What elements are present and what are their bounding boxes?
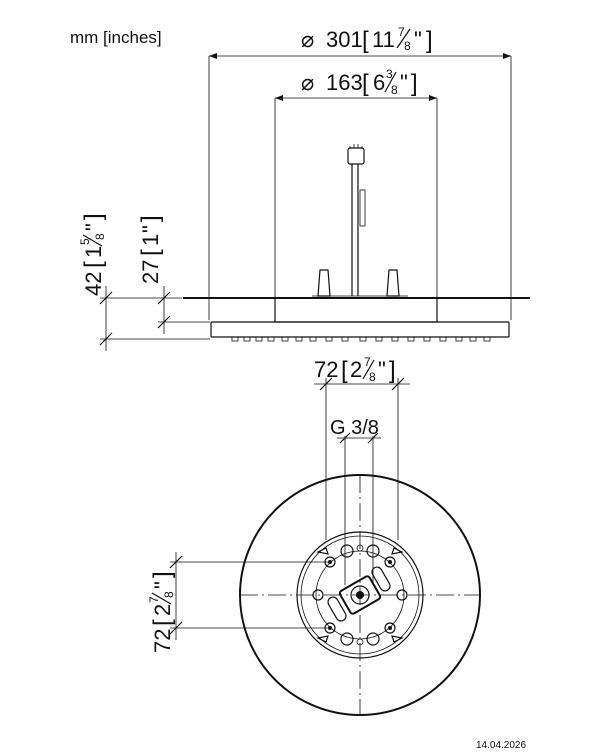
svg-text:]: ] xyxy=(411,70,418,97)
svg-text:]: ] xyxy=(137,215,164,222)
svg-text:⌀ 301: ⌀ 301 xyxy=(301,27,363,52)
svg-text:8: 8 xyxy=(369,370,376,384)
svg-text:": " xyxy=(400,70,408,95)
svg-text:⌀ 163: ⌀ 163 xyxy=(301,70,363,95)
svg-text:": " xyxy=(378,357,386,382)
svg-text:[: [ xyxy=(80,261,107,268)
svg-text:7: 7 xyxy=(147,596,161,603)
svg-text:": " xyxy=(138,225,163,233)
svg-text:]: ] xyxy=(80,213,107,220)
ceiling-height-dimension: 27 [ 1 " ] xyxy=(137,215,210,334)
svg-text:7: 7 xyxy=(364,355,371,369)
svg-text:72: 72 xyxy=(150,629,175,653)
center-spacing-dimension: 72 [ 2 7 8 " ] xyxy=(314,355,410,540)
svg-text:[: [ xyxy=(362,70,369,97)
mounting-post-right xyxy=(386,269,400,297)
svg-text:": " xyxy=(414,27,422,52)
svg-text:8: 8 xyxy=(93,233,107,240)
svg-text:[: [ xyxy=(341,357,348,384)
svg-text:": " xyxy=(150,581,175,589)
svg-text:2: 2 xyxy=(150,604,175,616)
svg-text:72: 72 xyxy=(314,357,338,382)
svg-text:42: 42 xyxy=(81,272,106,296)
date-label: 14.04.2026 xyxy=(476,740,526,751)
mounting-post-left xyxy=(317,269,331,297)
svg-text:]: ] xyxy=(389,357,396,384)
svg-text:[: [ xyxy=(149,619,176,626)
svg-text:5: 5 xyxy=(78,238,92,245)
svg-text:6: 6 xyxy=(373,70,385,95)
outer-diameter-dimension: ⌀ 301 [ 11 7 8 " ] xyxy=(208,25,512,320)
svg-text:G 3/8: G 3/8 xyxy=(330,417,379,439)
svg-text:1: 1 xyxy=(81,246,106,258)
thread-dimension: G 3/8 xyxy=(330,417,381,585)
units-label: mm [inches] xyxy=(70,28,162,47)
vertical-spacing-dimension: 72 [ 2 7 8 " ] xyxy=(147,552,330,653)
cable-connector xyxy=(347,144,366,296)
mounting-plate xyxy=(296,531,424,659)
svg-text:7: 7 xyxy=(398,25,405,39)
svg-text:2: 2 xyxy=(350,357,362,382)
svg-text:": " xyxy=(81,223,106,231)
shower-head-body xyxy=(210,297,510,342)
svg-text:1: 1 xyxy=(138,234,163,246)
svg-text:3: 3 xyxy=(386,67,393,81)
svg-text:[: [ xyxy=(362,27,369,54)
side-view: ⌀ 301 [ 11 7 8 " ] ⌀ 163 [ 6 3 xyxy=(78,25,530,351)
svg-text:]: ] xyxy=(149,571,176,578)
total-height-dimension: 42 [ 1 5 8 " ] xyxy=(78,213,210,351)
svg-text:8: 8 xyxy=(391,83,398,97)
svg-text:8: 8 xyxy=(162,591,176,598)
svg-text:[: [ xyxy=(137,249,164,256)
svg-text:27: 27 xyxy=(138,260,163,284)
svg-text:]: ] xyxy=(426,27,433,54)
svg-text:8: 8 xyxy=(404,39,411,53)
inner-diameter-dimension: ⌀ 163 [ 6 3 8 " ] xyxy=(274,67,438,318)
top-view: 72 [ 2 7 8 " ] G 3/8 xyxy=(147,355,481,716)
svg-text:11: 11 xyxy=(372,27,395,52)
